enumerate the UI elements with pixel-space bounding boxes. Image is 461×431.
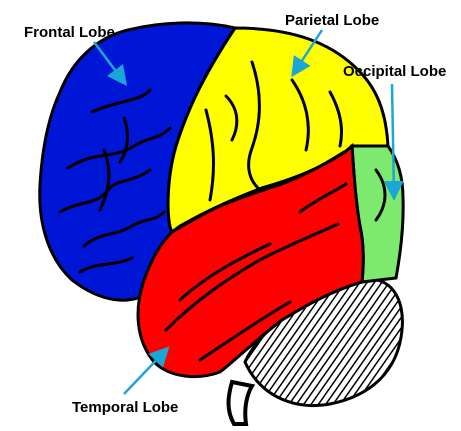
frontal-lobe-label: Frontal Lobe	[24, 24, 115, 41]
temporal-pointer-arrow	[124, 350, 166, 394]
temporal-lobe-label: Temporal Lobe	[72, 399, 178, 416]
occipital-lobe-label: Occipital Lobe	[343, 63, 446, 80]
parietal-lobe-label: Parietal Lobe	[285, 12, 379, 29]
brain-stem	[229, 382, 253, 424]
